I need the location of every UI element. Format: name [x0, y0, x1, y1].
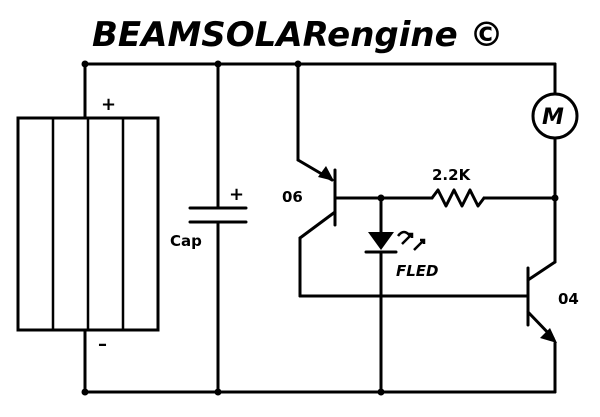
transistor-icon	[526, 260, 557, 394]
led-icon	[364, 196, 426, 394]
solar-minus-label: –	[98, 334, 107, 355]
capacitor-label: Cap	[170, 232, 202, 250]
resistor-label: 2.2K	[432, 166, 472, 184]
transistor-icon	[296, 62, 337, 298]
junction-dots	[81, 60, 559, 396]
solar-panel-icon	[16, 62, 160, 394]
motor-label: M	[542, 105, 564, 130]
resistor-icon	[430, 188, 557, 208]
led-label: FLED	[396, 262, 439, 280]
motor-icon	[531, 62, 579, 264]
solar-plus-label: +	[101, 94, 116, 115]
capacitor-icon	[188, 62, 248, 394]
transistor-06-label: 06	[282, 188, 303, 206]
transistor-04-label: 04	[558, 290, 579, 308]
cap-plus-label: +	[229, 184, 244, 205]
diagram-title: BEAMSOLARengine ©	[92, 15, 504, 55]
